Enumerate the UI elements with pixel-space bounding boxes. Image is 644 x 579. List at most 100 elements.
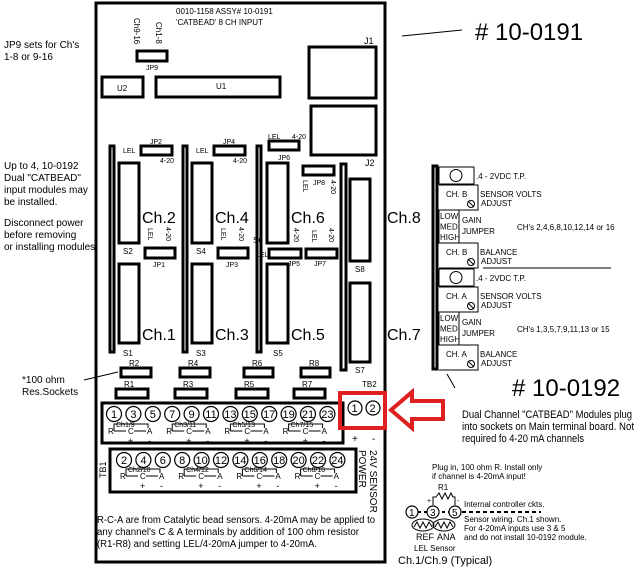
socket-s7 <box>348 281 372 364</box>
test-point-label: .4 - 2VDC T.P. <box>476 172 526 181</box>
tb1-terminal <box>115 451 133 469</box>
tb1-terminal-label: 3 <box>130 409 136 421</box>
tb1-terminal-label: 20 <box>292 455 304 467</box>
tb2-terminal-2-label: 2 <box>370 403 376 415</box>
a-terminal-label: A <box>159 472 165 481</box>
tb1-terminal-label: 17 <box>263 409 275 421</box>
sensor-terminal-1 <box>405 505 419 519</box>
tb1-terminal-label: 9 <box>189 409 195 421</box>
jumper-label: JP6 <box>278 155 290 162</box>
note-res: *100 ohm <box>22 375 65 386</box>
ana-zigzag <box>434 520 454 530</box>
channel-list: CH's 1,3,5,7,9,11,13 or 15 <box>517 325 610 334</box>
r-terminal-label: R <box>120 472 126 481</box>
r1-minus: - <box>457 498 460 505</box>
socket-s5 <box>265 262 290 345</box>
note-disconnect-3: or installing modules. <box>4 242 98 253</box>
module-board-edge <box>431 164 439 371</box>
jumper-label: JUMPER <box>462 227 495 236</box>
socket-bar <box>108 144 116 354</box>
r-terminal-label: R <box>236 472 242 481</box>
resistor-socket-r2 <box>119 366 153 379</box>
r-terminal-label: R <box>224 427 230 436</box>
tb1-terminal-label: 13 <box>224 409 236 421</box>
resistor-socket-r3 <box>173 387 209 400</box>
tb1-terminal <box>164 405 181 423</box>
ch1-8-label: Ch1-8 <box>154 22 163 44</box>
tb1-terminal <box>261 405 278 423</box>
board-subtitle: 'CATBEAD' 8 CH INPUT <box>176 18 263 27</box>
socket-label: S6 <box>253 236 263 245</box>
tb1-terminal <box>125 405 142 423</box>
wire <box>229 423 265 431</box>
s7-s8-bar <box>339 162 348 372</box>
pot-label: BALANCE <box>480 350 517 359</box>
r-terminal-label: R <box>178 472 184 481</box>
tb1-terminal <box>319 405 336 423</box>
tb1-terminal <box>193 451 210 469</box>
gain-option: LOW <box>440 314 459 323</box>
jumper-label: JP2 <box>150 139 162 146</box>
c-terminal-label: C <box>140 472 146 481</box>
channel-group-label: Ch2/10 <box>128 467 151 474</box>
potentiometer-slot <box>467 302 475 310</box>
tb1-terminal-label: 2 <box>121 455 127 467</box>
tb1-terminal <box>271 451 288 469</box>
wiring-note-3: and do not install 10-0192 module. <box>464 533 587 542</box>
r-terminal-label: R <box>166 427 172 436</box>
sensor-r1-label: R1 <box>438 483 449 492</box>
tb1-terminal-label: 8 <box>179 455 185 467</box>
r-terminal-label: R <box>283 427 289 436</box>
ma-label: 4-20 <box>327 228 334 242</box>
gain-option: MED <box>440 223 458 232</box>
ma-label: 4-20 <box>292 228 299 242</box>
test-point-box <box>438 166 475 185</box>
jp9-jumper <box>135 49 169 63</box>
a-terminal-label: A <box>263 427 269 436</box>
minus-sign: - <box>148 436 151 446</box>
test-point-box <box>438 268 475 287</box>
potentiometer-icon <box>467 258 475 266</box>
a-terminal-label: A <box>205 427 211 436</box>
socket-s6 <box>265 161 290 245</box>
jumper-jp4 <box>212 144 247 157</box>
a-terminal-label: A <box>217 472 223 481</box>
r1-plus: + <box>427 498 431 505</box>
tb1-terminal-label: 1 <box>111 409 117 421</box>
s8-label: S8 <box>355 265 365 274</box>
potentiometer-icon <box>467 200 475 208</box>
socket-bar <box>255 144 263 354</box>
channel-label: Ch.2 <box>142 210 176 227</box>
plus-sign: + <box>128 436 133 446</box>
sensor-caption: Ch.1/Ch.9 (Typical) <box>398 555 492 567</box>
main-board-outline <box>94 1 387 564</box>
sensor-terminal-5 <box>448 505 462 519</box>
ref-label: REF <box>416 532 435 542</box>
tb1-terminal <box>212 451 230 469</box>
jumper-jp3 <box>216 246 250 260</box>
tb1-terminal <box>174 451 191 469</box>
note-modules-2: Dual "CATBEAD" <box>4 173 81 184</box>
test-point-icon <box>449 271 463 284</box>
r-terminal-label: R <box>295 472 301 481</box>
tb1-top-row <box>100 401 345 445</box>
sensor-terminal-1-label: 1 <box>409 508 415 519</box>
tb1-terminal <box>290 451 307 469</box>
adjust-label: ADJUST <box>481 359 512 368</box>
pointer-line <box>83 371 119 381</box>
tb1-terminal <box>329 451 346 469</box>
jumper-jp2 <box>139 144 174 157</box>
jumper-jp1 <box>143 246 177 260</box>
c-terminal-label: C <box>315 472 321 481</box>
tb1-terminal <box>202 405 220 423</box>
tb1-terminal-label: 14 <box>234 455 246 467</box>
resistor-label: R4 <box>188 359 199 368</box>
dual-note: Dual Channel "CATBEAD" Modules plug <box>462 409 632 421</box>
tb1-terminal-label: 4 <box>140 455 146 467</box>
tb1-terminal <box>280 405 297 423</box>
sensor-note: Plug in, 100 ohm R. Install only <box>432 463 542 472</box>
c-terminal-label: C <box>186 427 192 436</box>
dual-note-2: into sockets on Main terminal board. Not <box>462 421 634 433</box>
tb1-terminal-label: 15 <box>244 409 256 421</box>
socket-bar <box>181 144 189 354</box>
